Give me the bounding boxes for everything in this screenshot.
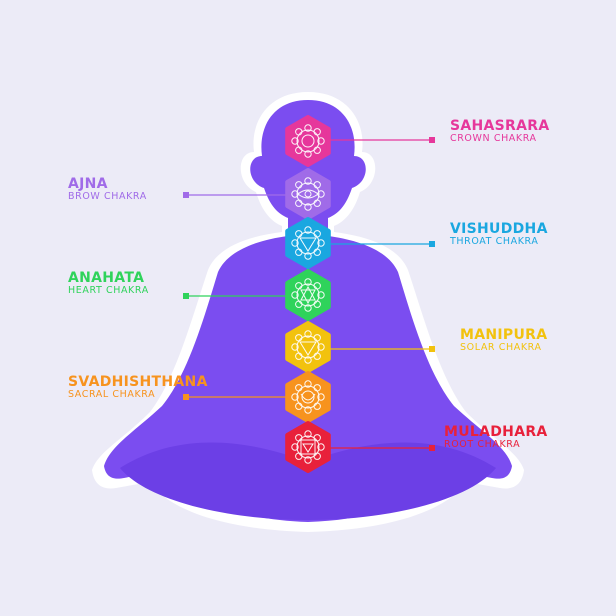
chakra-sub: SACRAL CHAKRA <box>68 389 156 401</box>
chakra-badge-svadhishthana <box>285 371 331 423</box>
third-eye-icon <box>291 177 325 211</box>
chakra-badge-muladhara <box>285 421 331 473</box>
connector-end-ajna <box>183 192 189 198</box>
connector-end-svadhishthana <box>183 394 189 400</box>
chakra-badge-sahasrara <box>285 115 331 167</box>
solar-triangle-icon <box>291 330 325 364</box>
chakra-badge-anahata <box>285 269 331 321</box>
connector-end-muladhara <box>429 445 435 451</box>
chakra-sub: BROW CHAKRA <box>68 191 147 203</box>
chakra-sub: CROWN CHAKRA <box>450 133 537 145</box>
chakra-badge-manipura <box>285 321 331 373</box>
chakra-sub: THROAT CHAKRA <box>450 236 539 248</box>
heart-hexagram-icon <box>291 278 325 312</box>
throat-lotus-icon <box>291 226 325 260</box>
chakra-badges <box>285 115 331 473</box>
chakra-name: MULADHARA <box>444 424 548 440</box>
label-sahasrara: SAHASRARA CROWN CHAKRA <box>450 118 549 145</box>
chakra-name: MANIPURA <box>460 327 548 343</box>
chakra-name: VISHUDDHA <box>450 221 548 237</box>
chakra-sub: SOLAR CHAKRA <box>460 342 542 354</box>
connector-lines <box>183 137 435 451</box>
label-muladhara: MULADHARA ROOT CHAKRA <box>444 424 548 451</box>
connector-end-manipura <box>429 346 435 352</box>
chakra-sub: ROOT CHAKRA <box>444 439 521 451</box>
label-svadhishthana: SVADHISHTHANA SACRAL CHAKRA <box>68 374 208 401</box>
label-ajna: AJNA BROW CHAKRA <box>68 176 147 203</box>
label-manipura: MANIPURA SOLAR CHAKRA <box>460 327 547 354</box>
chakra-name: SAHASRARA <box>450 118 550 134</box>
chakra-name: AJNA <box>68 176 108 192</box>
chakra-badge-vishuddha <box>285 217 331 269</box>
connector-end-anahata <box>183 293 189 299</box>
chakra-name: SVADHISHTHANA <box>68 374 208 390</box>
label-anahata: ANAHATA HEART CHAKRA <box>68 270 149 297</box>
connector-end-vishuddha <box>429 241 435 247</box>
chakra-badge-ajna <box>285 168 331 220</box>
chakra-sub: HEART CHAKRA <box>68 285 149 297</box>
root-square-icon <box>291 430 325 464</box>
crown-lotus-icon <box>291 124 325 158</box>
connector-end-sahasrara <box>429 137 435 143</box>
chakra-name: ANAHATA <box>68 270 145 286</box>
sacral-crescent-icon <box>291 380 325 414</box>
label-vishuddha: VISHUDDHA THROAT CHAKRA <box>450 221 548 248</box>
